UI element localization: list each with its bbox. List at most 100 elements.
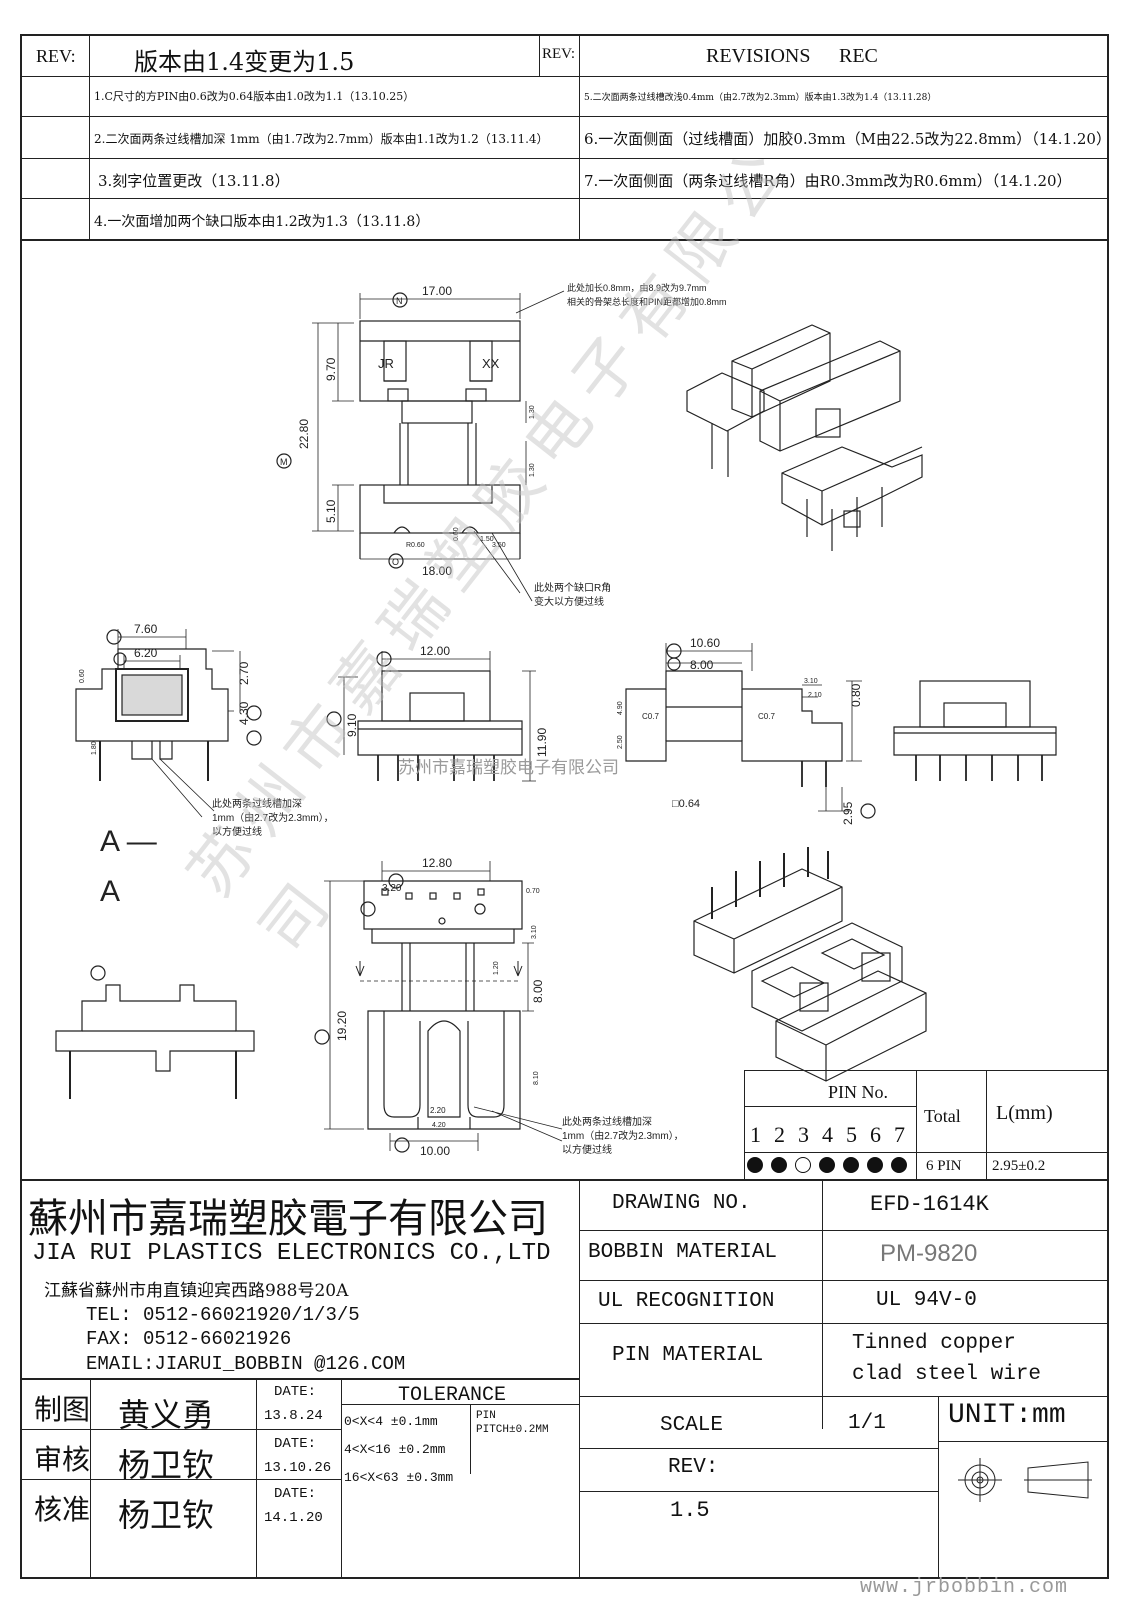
dim-b2: 10.00: [420, 1144, 450, 1158]
pin-empty-dot: [795, 1157, 811, 1173]
side-view-f: [625, 643, 876, 819]
name-approver: 杨卫钦: [118, 1496, 215, 1534]
scale-label: SCALE: [660, 1414, 724, 1437]
pin-total-value: 6 PIN: [926, 1158, 962, 1174]
dim-c07b: C0.7: [758, 712, 775, 721]
rev-title: 版本由1.4变更为1.5: [134, 48, 355, 76]
bobbin-material: PM-9820: [880, 1240, 978, 1267]
isometric-view-top: [686, 324, 923, 551]
dim-1-30b: 1.30: [529, 463, 536, 477]
pin-number: 7: [894, 1122, 905, 1147]
note-slot-b-2: 1mm（由2.7改为2.3mm），: [562, 1129, 684, 1142]
length-label: L(mm): [996, 1102, 1053, 1124]
rev-label: REV:: [668, 1456, 719, 1479]
dim-o: 18.00: [422, 564, 452, 578]
dim-9-70: 9.70: [324, 357, 338, 381]
name-drafter: 黄义勇: [118, 1396, 215, 1434]
role-approver: 核准: [34, 1493, 91, 1526]
dim-3-50: 3.50: [492, 542, 506, 549]
projection-symbol-icon: [958, 1458, 1092, 1502]
pin-table-header: PIN No.: [828, 1082, 889, 1102]
tolerance-pin-pitch: PITCH±0.2MM: [476, 1424, 549, 1436]
note-notch: 此处两个缺口R角: [534, 581, 611, 594]
note-slot-3: 以方便过线: [212, 825, 262, 838]
length-value: 2.95±0.2: [992, 1158, 1046, 1174]
pin-number: 4: [822, 1122, 833, 1147]
rev-label-right: REV:: [542, 46, 576, 62]
name-checker: 杨卫钦: [118, 1446, 215, 1484]
date-approver: 14.1.20: [264, 1510, 323, 1526]
pin-number: 2: [774, 1122, 785, 1147]
company-name-cn: 蘇州市嘉瑞塑胶電子有限公司: [28, 1196, 548, 1242]
section-label-a2: A: [100, 875, 120, 908]
note-slot: 此处两条过线槽加深: [212, 797, 302, 810]
company-email: EMAIL:JIARUI_BOBBIN @126.COM: [86, 1353, 406, 1375]
tolerance-pin-label: PIN: [476, 1410, 496, 1422]
tolerance-row: 4<X<16 ±0.2mm: [344, 1442, 446, 1457]
front-view-i: [326, 651, 536, 782]
dim-r060: R0.60: [406, 542, 425, 549]
pin-material-1: Tinned copper: [852, 1332, 1016, 1355]
date-label: DATE:: [274, 1436, 317, 1452]
dim-c07a: C0.7: [642, 712, 659, 721]
note-slot-b: 此处两条过线槽加深: [562, 1115, 652, 1128]
dim-0-60b: 0.60: [79, 669, 86, 683]
dim-4-30: 4.30: [237, 701, 251, 725]
revision-note: 7.一次面侧面（两条过线槽R角）由R0.3mm改为R0.6mm）（14.1.20…: [584, 172, 1072, 190]
tolerance-title: TOLERANCE: [398, 1384, 507, 1407]
date-checker: 13.10.26: [264, 1460, 332, 1476]
technical-drawing: 17.00 N 9.70 22.80 M 5.10 18.00 O JR XX …: [55, 282, 1057, 1158]
pin-total-label: Total: [924, 1106, 961, 1126]
drawing-sheet: REV: 版本由1.4变更为1.5 REV: REVISIONS REC 1.C…: [20, 34, 1111, 1579]
dim-4-90: 4.90: [617, 701, 624, 715]
dim-8-10: 8.10: [533, 1071, 540, 1085]
scale-value: 1/1: [848, 1412, 886, 1435]
dim-0-80: 0.80: [849, 683, 863, 707]
dim-4-20: 4.20: [432, 1122, 446, 1129]
mark-jr: JR: [378, 356, 394, 371]
pin-filled-dot: [747, 1157, 763, 1173]
unit-label: UNIT:mm: [948, 1400, 1066, 1431]
dim-1-20: 1.20: [493, 961, 500, 975]
dim-3-10: 3.10: [804, 678, 818, 685]
role-checker: 审核: [34, 1443, 91, 1476]
pin-material-2: clad steel wire: [852, 1363, 1042, 1386]
company-address: 江蘇省蘇州市甪直镇迎宾西路988号20A: [44, 1281, 349, 1301]
pin-filled-dot: [891, 1157, 907, 1173]
bottom-view-k: [314, 861, 534, 1153]
dim-pin: □0.64: [672, 798, 700, 810]
dim-f: 8.00: [690, 658, 714, 672]
mark-xx: XX: [482, 356, 500, 371]
company-name-en: JIA RUI PLASTICS ELECTRONICS CO.,LTD: [32, 1240, 551, 1267]
date-drafter: 13.8.24: [264, 1408, 323, 1424]
dim-5-10: 5.10: [324, 499, 338, 523]
revision-note: 6.一次面侧面（过线槽面）加胶0.3mm（M由22.5改为22.8mm）（14.…: [584, 130, 1111, 148]
dim-d: 9.10: [345, 713, 359, 737]
watermark-text: 苏州市嘉瑞塑胶电子有限公司: [398, 758, 619, 777]
bobbin-material-label: BOBBIN MATERIAL: [588, 1241, 778, 1264]
dim-1-50: 1.50: [480, 536, 494, 543]
pin-filled-dot: [867, 1157, 883, 1173]
pin-number: 6: [870, 1122, 881, 1147]
dim-2-70: 2.70: [237, 661, 251, 685]
date-label: DATE:: [274, 1384, 317, 1400]
dim-2-20: 2.20: [430, 1106, 446, 1115]
pin-number: 3: [798, 1122, 809, 1147]
rev-value: 1.5: [670, 1498, 710, 1523]
pin-number: 1: [750, 1122, 761, 1147]
dim-b1: 3.20: [382, 883, 402, 894]
dim-i: 12.00: [420, 644, 450, 658]
dim-3-10b: 3.10: [531, 925, 538, 939]
dim-tag-n: N: [396, 296, 403, 306]
revisions-label: REVISIONS: [706, 45, 811, 67]
note-notch-2: 变大以方便过线: [534, 595, 604, 608]
isometric-view-bottom: [693, 847, 927, 1082]
pin-material-label: PIN MATERIAL: [612, 1344, 764, 1367]
tolerance-row: 0<X<4 ±0.1mm: [344, 1414, 438, 1429]
side-view-e: [55, 965, 255, 1099]
note-slot-b-3: 以方便过线: [562, 1143, 612, 1156]
dim-k: 12.80: [422, 856, 452, 870]
dim-m: 22.80: [297, 419, 311, 449]
role-drafter: 制图: [34, 1393, 91, 1426]
dim-tag-o: O: [392, 557, 399, 567]
